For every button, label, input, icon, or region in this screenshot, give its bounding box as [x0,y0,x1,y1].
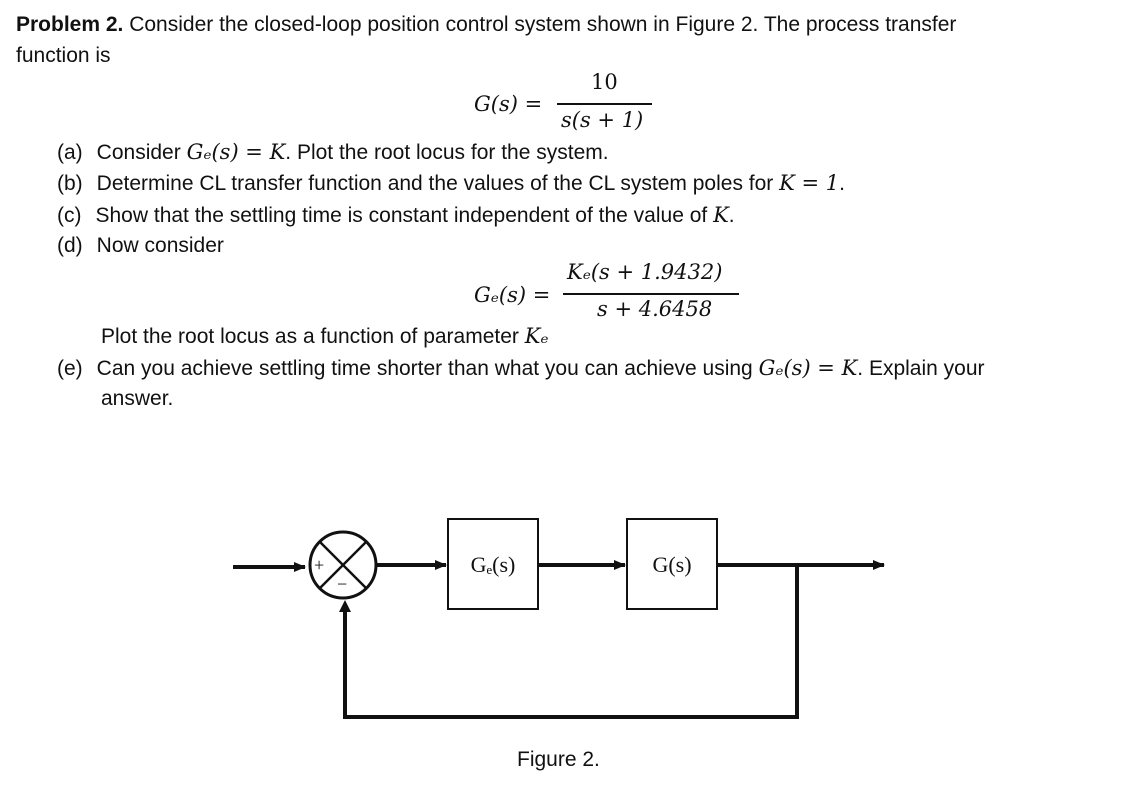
part-d: (d) Now consider [57,234,224,258]
summing-junction: + − [308,530,378,600]
eq-G-fraction: 10 s(s + 1) [557,70,652,140]
process-block: G(s) [626,518,718,610]
part-b-text: Determine CL transfer function and the v… [96,172,780,195]
part-d-text: Now consider [96,234,224,257]
part-e-text: Can you achieve settling time shorter th… [96,357,759,380]
feedback-path [343,565,799,719]
eq-Gc-denominator: s + 4.6458 [597,297,713,321]
eq-G-lhs: G(s) = [474,92,543,116]
eq-G-numerator: 10 [591,70,618,94]
part-a-text: Consider [96,141,187,164]
figure-caption: Figure 2. [517,748,600,771]
part-d-plot-line: Plot the root locus as a function of par… [101,324,549,349]
part-e-math: Gₑ(s) = K [758,356,858,380]
feedback-arrowhead [339,600,351,612]
problem-intro-line2: function is [16,44,111,67]
eq-Gc-fraction: Kₑ(s + 1.9432) s + 4.6458 [563,260,739,326]
eq-G-denominator: s(s + 1) [561,108,644,132]
part-d-label: (d) [57,234,83,257]
part-a: (a) Consider Gₑ(s) = K. Plot the root loc… [57,140,609,165]
part-e-line2: answer. [101,387,174,410]
part-c: (c) Show that the settling time is consta… [57,203,735,228]
part-a-post: . Plot the root locus for the system. [285,141,609,164]
part-a-label: (a) [57,141,83,164]
problem-intro-line1: Consider the closed-loop position contro… [123,13,957,36]
part-d-plot-text: Plot the root locus as a function of par… [101,325,525,348]
part-a-math: Gₑ(s) = K [186,140,286,164]
eq-Gc-numerator: Kₑ(s + 1.9432) [567,260,723,284]
part-e: (e) Can you achieve settling time shorter… [57,356,985,381]
controller-block: Gₑ(s) [447,518,539,610]
controller-block-label: Gₑ(s) [471,552,516,577]
part-b: (b) Determine CL transfer function and th… [57,171,845,196]
part-e-post: . Explain your [857,357,985,380]
eq-G-fraction-bar [557,103,652,105]
problem-heading: Problem 2. Consider the closed-loop posi… [16,13,956,37]
part-b-math: K = 1 [779,171,840,195]
part-c-math: K [713,203,729,227]
problem-title: Problem 2. [16,13,124,36]
eq-Gc-fraction-bar [563,293,739,295]
sum-minus-sign: − [337,574,347,594]
part-c-post: . [728,204,735,227]
part-d-plot-math: Kₑ [524,324,549,348]
process-block-label: G(s) [652,552,691,577]
sum-plus-sign: + [314,555,324,575]
part-c-text: Show that the settling time is constant … [95,204,714,227]
part-b-post: . [839,172,845,195]
eq-Gc-lhs: Gₑ(s) = [474,283,551,307]
part-c-label: (c) [57,204,82,227]
part-e-label: (e) [57,357,83,380]
part-b-label: (b) [57,172,83,195]
